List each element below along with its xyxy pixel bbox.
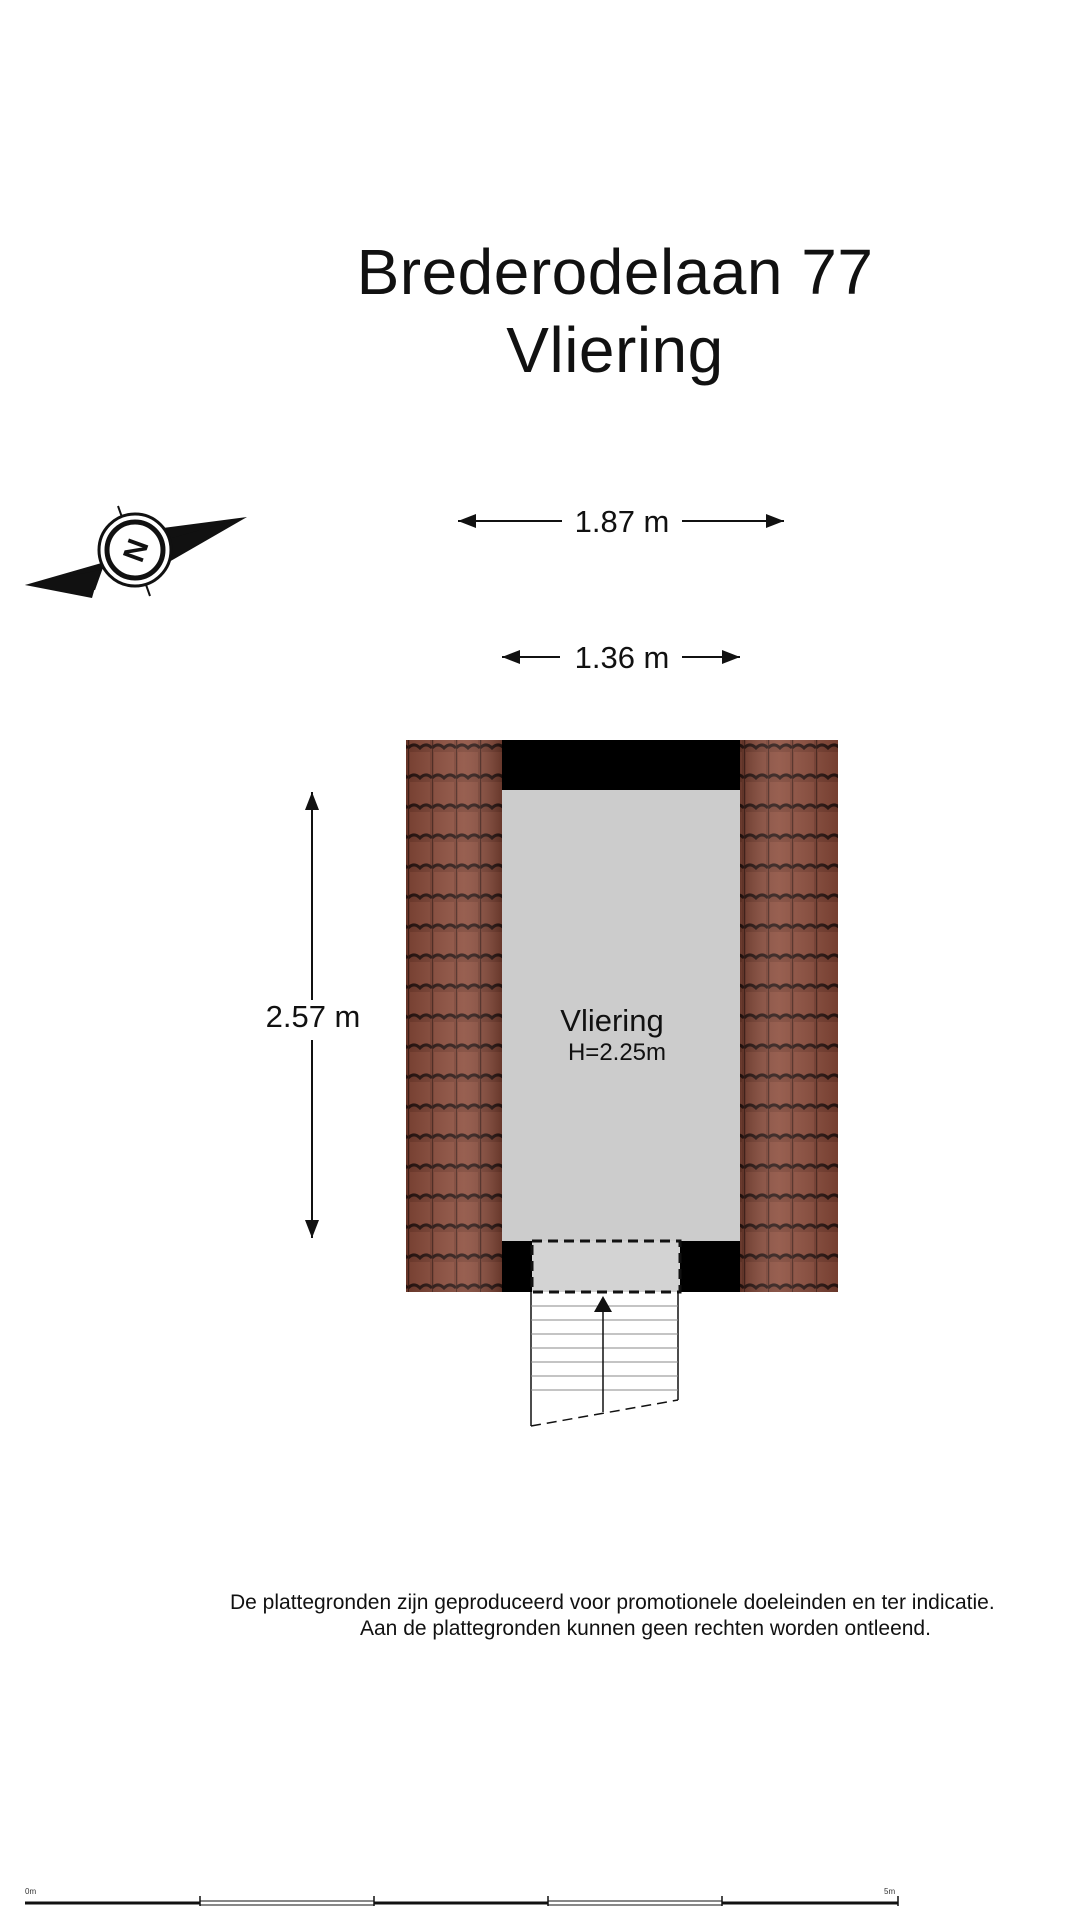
attic-floor [502, 790, 740, 1292]
room-height-label: H=2.25m [568, 1039, 666, 1066]
roof-tiles-left [406, 740, 502, 1292]
compass-icon: N [25, 505, 247, 598]
dimension-outer-width: 1.87 m [458, 504, 784, 539]
dimension-depth: 2.57 m [266, 792, 361, 1238]
dimension-outer-width-label: 1.87 m [575, 504, 670, 539]
plan-title-address: Brederodelaan 77 [356, 236, 874, 308]
stair-direction-arrow-icon [594, 1296, 612, 1312]
disclaimer-line-2: Aan de plattegronden kunnen geen rechten… [360, 1617, 931, 1640]
wall-bottom-right [680, 1241, 740, 1292]
scale-end-label: 5m [884, 1887, 895, 1896]
plan-title-floor: Vliering [506, 314, 724, 386]
disclaimer-line-1: De plattegronden zijn geproduceerd voor … [230, 1591, 995, 1614]
dimension-inner-width: 1.36 m [502, 640, 740, 675]
staircase [530, 1292, 679, 1427]
dimension-depth-label: 2.57 m [266, 999, 361, 1034]
dimension-inner-width-label: 1.36 m [575, 640, 670, 675]
wall-top [502, 740, 740, 790]
room-name-label: Vliering [560, 1003, 663, 1038]
scale-bar: 0m 5m [25, 1887, 899, 1906]
stair-hatch [530, 1239, 682, 1294]
wall-bottom-left [502, 1241, 532, 1292]
roof-tiles-right [740, 740, 838, 1292]
scale-start-label: 0m [25, 1887, 36, 1896]
